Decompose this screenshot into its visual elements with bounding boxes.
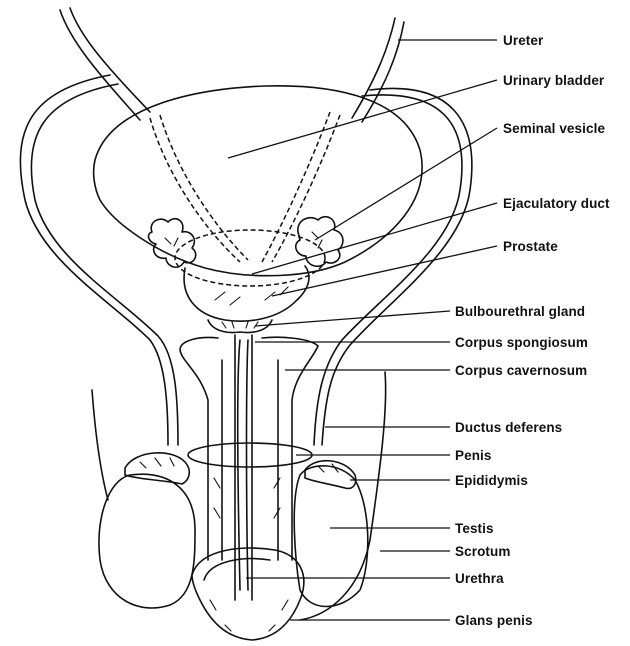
penis-shape [188, 443, 312, 518]
labels: Ureter Urinary bladder Seminal vesicle E… [455, 33, 610, 628]
anatomy-drawing [20, 8, 471, 640]
epididymis-shape [125, 453, 356, 489]
label-ureter: Ureter [503, 33, 544, 48]
leader-seminal-vesicle [315, 128, 497, 240]
label-seminal-vesicle: Seminal vesicle [503, 121, 605, 136]
leader-ejaculatory-duct [252, 203, 497, 274]
label-bulbourethral-gland: Bulbourethral gland [455, 304, 585, 319]
label-glans-penis: Glans penis [455, 613, 533, 628]
corpus-cavernosum-shape [180, 337, 318, 560]
label-penis: Penis [455, 448, 492, 463]
label-prostate: Prostate [503, 239, 558, 254]
label-ductus-deferens: Ductus deferens [455, 420, 562, 435]
testis-shape [99, 466, 368, 608]
label-urethra: Urethra [455, 571, 504, 586]
leader-prostate [272, 246, 497, 296]
label-testis: Testis [455, 521, 494, 536]
label-epididymis: Epididymis [455, 473, 528, 488]
ureter-shape [60, 8, 404, 122]
leader-urinary-bladder [228, 80, 497, 158]
label-ejaculatory-duct: Ejaculatory duct [503, 196, 610, 211]
label-scrotum: Scrotum [455, 544, 510, 559]
seminal-vesicle-shape [149, 217, 343, 268]
label-urinary-bladder: Urinary bladder [503, 73, 605, 88]
label-corpus-spongiosum: Corpus spongiosum [455, 335, 588, 350]
label-corpus-cavernosum: Corpus cavernosum [455, 363, 587, 378]
leader-bulbourethral-gland [255, 311, 450, 326]
